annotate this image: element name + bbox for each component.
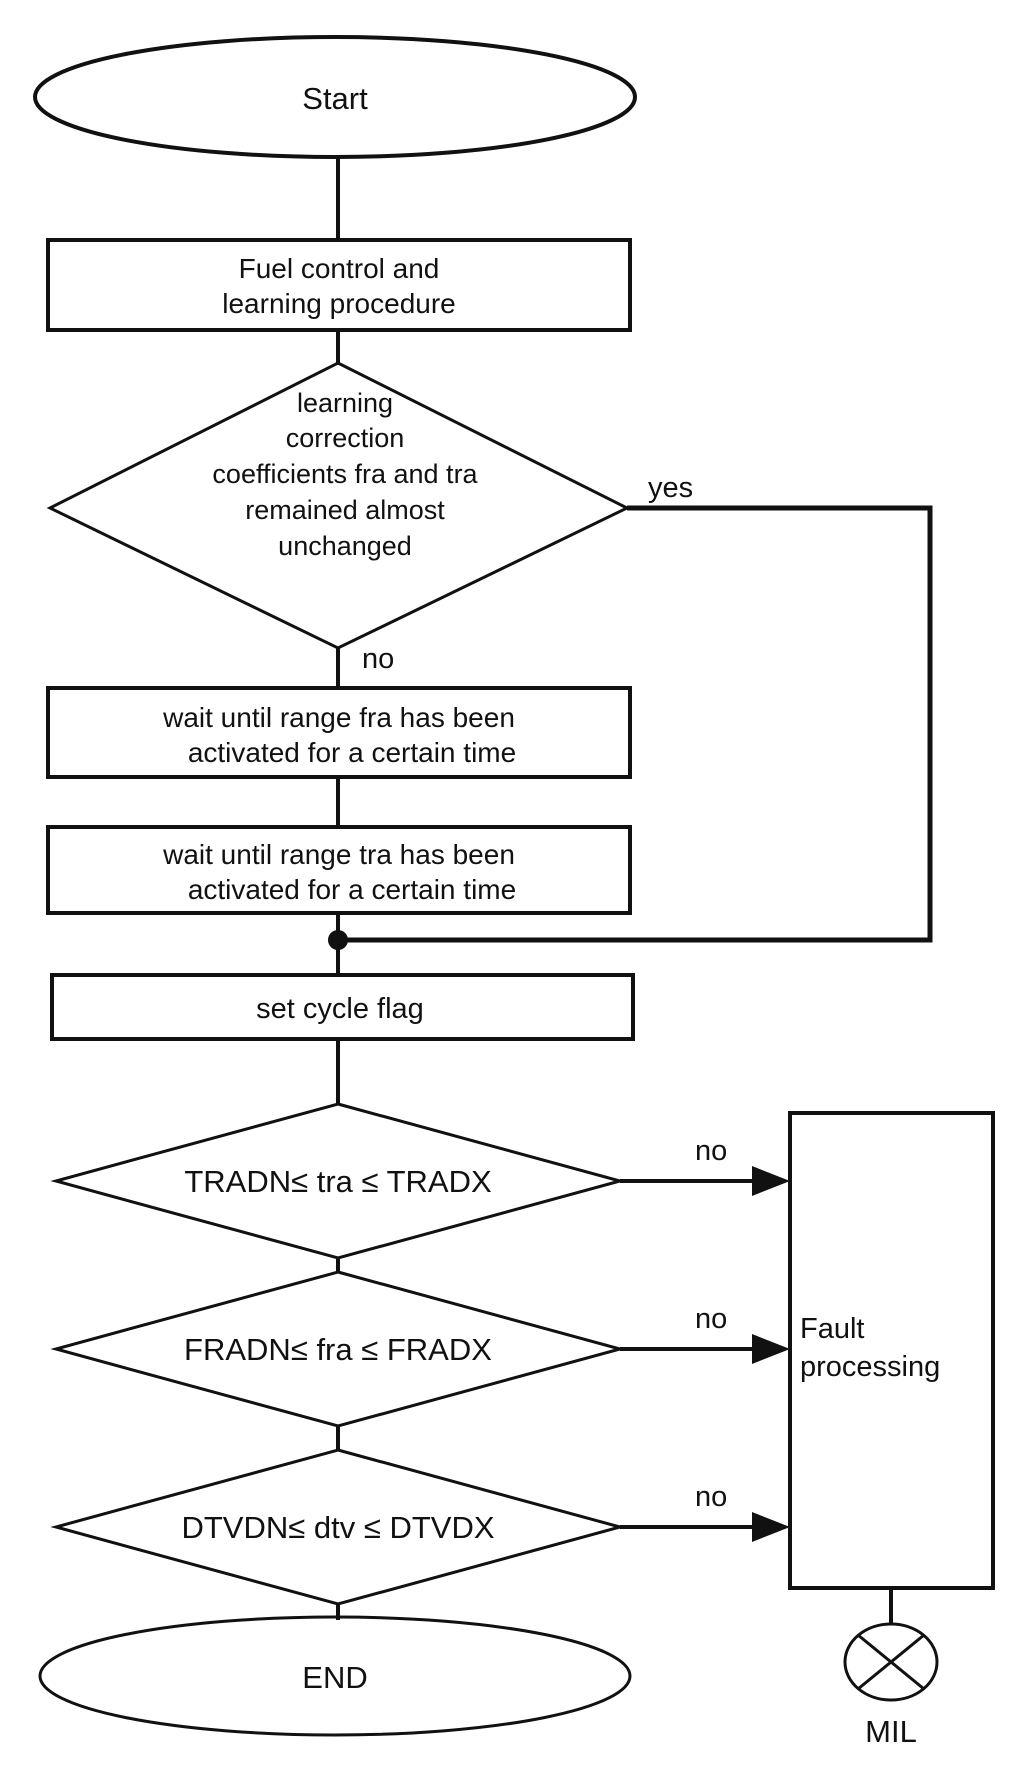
fuel-control-line1: Fuel control and bbox=[239, 253, 440, 284]
edge-label-yes: yes bbox=[648, 472, 693, 504]
start-terminator-shape bbox=[33, 35, 637, 159]
set-cycle-flag-label: set cycle flag bbox=[256, 993, 424, 1025]
wait-fra-line1: wait until range fra has been bbox=[162, 702, 515, 733]
arrowhead-no-dtv bbox=[752, 1512, 790, 1542]
wait-tra-line2: activated for a certain time bbox=[188, 874, 516, 905]
wait-tra-line1: wait until range tra has been bbox=[162, 839, 515, 870]
mil-label: MIL bbox=[865, 1714, 917, 1749]
fault-processing-line2: processing bbox=[800, 1351, 940, 1383]
decision-learning-line3: coefficients fra and tra bbox=[212, 459, 478, 489]
mil-lamp-cross-icon bbox=[857, 1633, 925, 1691]
edge-label-no-dtv: no bbox=[695, 1481, 727, 1513]
fuel-control-line2: learning procedure bbox=[222, 288, 456, 319]
start-label: Start bbox=[302, 81, 368, 116]
wait-fra-line2: activated for a certain time bbox=[188, 737, 516, 768]
end-label: END bbox=[302, 1660, 367, 1695]
arrowhead-no-tra bbox=[752, 1166, 790, 1196]
set-cycle-flag-box bbox=[50, 973, 635, 1041]
decision-learning-line5: unchanged bbox=[278, 531, 412, 561]
mil-lamp-circle bbox=[843, 1622, 939, 1702]
decision-learning-line2: correction bbox=[286, 423, 405, 453]
connector-yes-bypass bbox=[338, 505, 933, 943]
decision-learning-line1: learning bbox=[297, 388, 393, 418]
decision-learning-line4: remained almost bbox=[245, 495, 445, 525]
edge-label-no-learning: no bbox=[362, 643, 394, 675]
edge-label-no-fra: no bbox=[695, 1303, 727, 1335]
decision-dtv-label: DTVDN≤ dtv ≤ DTVDX bbox=[181, 1510, 494, 1545]
decision-fra-label: FRADN≤ fra ≤ FRADX bbox=[184, 1332, 492, 1367]
fault-processing-line1: Fault bbox=[800, 1313, 864, 1345]
arrowhead-no-fra bbox=[752, 1334, 790, 1364]
junction-dot bbox=[328, 930, 348, 950]
end-terminator-shape bbox=[38, 1615, 632, 1737]
edge-label-no-tra: no bbox=[695, 1135, 727, 1167]
decision-tra-label: TRADN≤ tra ≤ TRADX bbox=[184, 1164, 492, 1199]
